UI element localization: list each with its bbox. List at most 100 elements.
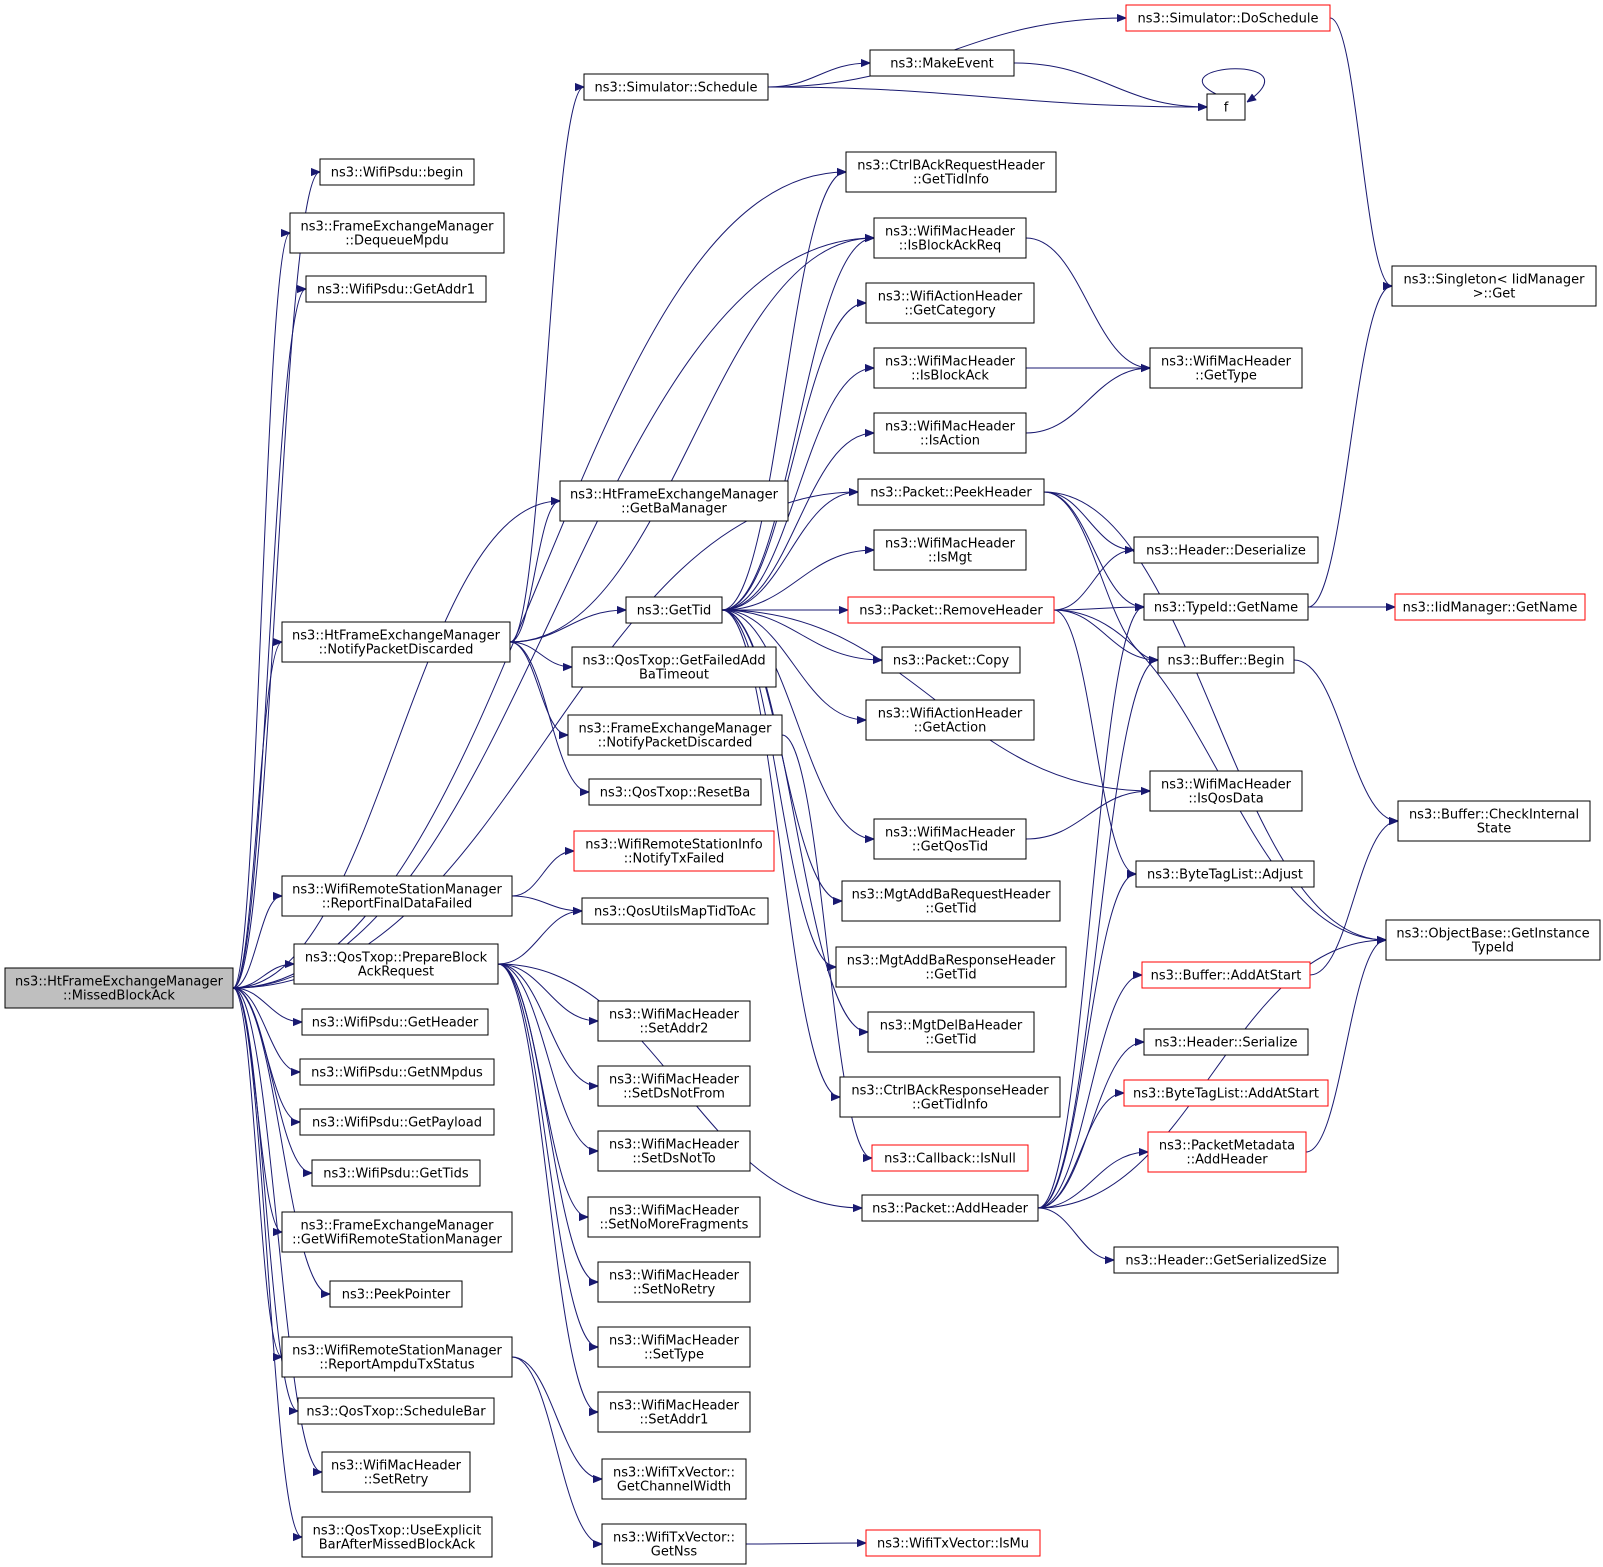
node-wmh-set-no-more-fragments[interactable]: ns3::WifiMacHeader::SetNoMoreFragments <box>587 1196 761 1238</box>
node-mgt-addba-req-get-tid[interactable]: ns3::MgtAddBaRequestHeader::GetTid <box>841 880 1061 922</box>
node-psdu-get-header[interactable]: ns3::WifiPsdu::GetHeader <box>301 1008 489 1036</box>
node-wrsm-report-final-data-failed[interactable]: ns3::WifiRemoteStationManager::ReportFin… <box>281 875 513 917</box>
call-edge-get-tid-to-wmh-is-action <box>721 433 874 611</box>
node-txv-get-nss[interactable]: ns3::WifiTxVector::GetNss <box>601 1523 747 1565</box>
node-psdu-begin[interactable]: ns3::WifiPsdu::begin <box>319 158 475 186</box>
node-htfem-get-ba-manager[interactable]: ns3::HtFrameExchangeManager::GetBaManage… <box>559 480 789 522</box>
node-txv-is-mu[interactable]: ns3::WifiTxVector::IsMu <box>865 1529 1041 1557</box>
node-box <box>625 596 723 624</box>
node-header-serialize[interactable]: ns3::Header::Serialize <box>1143 1028 1309 1056</box>
node-psdu-get-nmpdus[interactable]: ns3::WifiPsdu::GetNMpdus <box>299 1058 495 1086</box>
node-psdu-get-tids[interactable]: ns3::WifiPsdu::GetTids <box>311 1159 481 1187</box>
node-wmh-set-ds-not-from[interactable]: ns3::WifiMacHeader::SetDsNotFrom <box>597 1065 751 1107</box>
call-edge-pkt-remove-header-to-header-deserialize <box>1053 550 1134 611</box>
node-txv-get-channel-width[interactable]: ns3::WifiTxVector::GetChannelWidth <box>601 1458 747 1500</box>
node-label-line: ::SetAddr1 <box>640 1413 709 1428</box>
call-edge-get-tid-to-wah-get-action <box>721 609 866 720</box>
node-fem-dequeue-mpdu[interactable]: ns3::FrameExchangeManager::DequeueMpdu <box>289 212 505 254</box>
node-ctrl-ba-resp-get-tid-info[interactable]: ns3::CtrlBAckResponseHeader::GetTidInfo <box>839 1076 1061 1118</box>
node-pkt-copy[interactable]: ns3::Packet::Copy <box>881 646 1021 674</box>
node-wmh-is-block-ack[interactable]: ns3::WifiMacHeader::IsBlockAck <box>873 347 1027 389</box>
node-box <box>871 1144 1029 1172</box>
node-wrsm-report-ampdu-tx-status[interactable]: ns3::WifiRemoteStationManager::ReportAmp… <box>281 1336 513 1378</box>
node-fem-notify-pkt-discarded[interactable]: ns3::FrameExchangeManager::NotifyPacketD… <box>567 714 783 756</box>
node-label-line: ::GetTid <box>925 1033 976 1048</box>
node-callback-is-null[interactable]: ns3::Callback::IsNull <box>871 1144 1029 1172</box>
node-label-line: ns3::Header::Serialize <box>1154 1036 1297 1051</box>
node-label-line: ::IsQosData <box>1188 792 1263 807</box>
node-wmh-set-retry[interactable]: ns3::WifiMacHeader::SetRetry <box>321 1451 471 1493</box>
node-wmh-set-addr2[interactable]: ns3::WifiMacHeader::SetAddr2 <box>597 1000 751 1042</box>
node-wmh-is-qos-data[interactable]: ns3::WifiMacHeader::IsQosData <box>1149 770 1303 812</box>
node-wmh-is-block-ack-req[interactable]: ns3::WifiMacHeader::IsBlockAckReq <box>873 217 1027 259</box>
node-header-deserialize[interactable]: ns3::Header::Deserialize <box>1133 536 1319 564</box>
node-qos-reset-ba[interactable]: ns3::QosTxop::ResetBa <box>588 778 762 806</box>
node-wmh-set-no-retry[interactable]: ns3::WifiMacHeader::SetNoRetry <box>597 1261 751 1303</box>
node-make-event[interactable]: ns3::MakeEvent <box>869 49 1015 77</box>
node-box <box>845 151 1057 193</box>
node-peek-pointer[interactable]: ns3::PeekPointer <box>329 1280 463 1308</box>
node-wah-get-category[interactable]: ns3::WifiActionHeader::GetCategory <box>865 282 1035 324</box>
call-edge-get-tid-to-wmh-get-qos-tid <box>721 609 874 839</box>
node-label-line: >::Get <box>1473 287 1516 302</box>
node-typeid-get-name[interactable]: ns3::TypeId::GetName <box>1143 593 1309 621</box>
node-label-line: ns3::HtFrameExchangeManager <box>15 975 224 990</box>
node-psdu-get-addr1[interactable]: ns3::WifiPsdu::GetAddr1 <box>305 275 487 303</box>
node-label-line: ns3::QosTxop::PrepareBlock <box>305 951 488 966</box>
node-label-line: ::GetCategory <box>904 304 996 319</box>
node-qos-utils-map-tid-to-ac[interactable]: ns3::QosUtilsMapTidToAc <box>581 897 769 925</box>
node-sim-do-schedule[interactable]: ns3::Simulator::DoSchedule <box>1125 4 1331 32</box>
node-label-line: ns3::Simulator::DoSchedule <box>1137 12 1318 27</box>
node-singleton-get[interactable]: ns3::Singleton< IidManager>::Get <box>1391 265 1597 307</box>
call-edge-buffer-begin-to-buffer-check-internal-state <box>1293 659 1398 821</box>
node-wah-get-action[interactable]: ns3::WifiActionHeader::GetAction <box>865 699 1035 741</box>
node-label-line: ns3::WifiPsdu::GetNMpdus <box>311 1066 483 1081</box>
node-wmh-set-type[interactable]: ns3::WifiMacHeader::SetType <box>597 1326 751 1368</box>
node-wmh-is-action[interactable]: ns3::WifiMacHeader::IsAction <box>873 412 1027 454</box>
node-psdu-get-payload[interactable]: ns3::WifiPsdu::GetPayload <box>299 1108 495 1136</box>
node-get-tid[interactable]: ns3::GetTid <box>625 596 723 624</box>
node-pkt-peek-header[interactable]: ns3::Packet::PeekHeader <box>857 478 1045 506</box>
node-box <box>587 1196 761 1238</box>
function-nodes: ns3::HtFrameExchangeManager::MissedBlock… <box>4 4 1601 1565</box>
node-wmh-set-addr1[interactable]: ns3::WifiMacHeader::SetAddr1 <box>597 1391 751 1433</box>
node-missed-block-ack[interactable]: ns3::HtFrameExchangeManager::MissedBlock… <box>4 967 234 1009</box>
node-label-line: ns3::WifiMacHeader <box>609 1008 740 1023</box>
node-sim-schedule[interactable]: ns3::Simulator::Schedule <box>583 73 769 101</box>
node-qos-schedule-bar[interactable]: ns3::QosTxop::ScheduleBar <box>297 1397 495 1425</box>
node-wmh-is-mgt[interactable]: ns3::WifiMacHeader::IsMgt <box>873 529 1027 571</box>
node-pkt-metadata-add-header[interactable]: ns3::PacketMetadata::AddHeader <box>1147 1131 1307 1173</box>
node-qos-use-explicit-bar[interactable]: ns3::QosTxop::UseExplicitBarAfterMissedB… <box>301 1516 493 1558</box>
node-box <box>865 282 1035 324</box>
node-label-line: ns3::WifiMacHeader <box>1161 778 1292 793</box>
node-buffer-begin[interactable]: ns3::Buffer::Begin <box>1157 646 1295 674</box>
node-bytetaglist-add-at-start[interactable]: ns3::ByteTagList::AddAtStart <box>1123 1079 1329 1107</box>
node-mgt-addba-resp-get-tid[interactable]: ns3::MgtAddBaResponseHeader::GetTid <box>835 946 1067 988</box>
node-f[interactable]: f <box>1206 93 1246 121</box>
node-mgt-delba-get-tid[interactable]: ns3::MgtDelBaHeader::GetTid <box>867 1011 1035 1053</box>
call-edge-pkt-add-header-to-typeid-get-name <box>1037 607 1145 1209</box>
node-buffer-add-at-start[interactable]: ns3::Buffer::AddAtStart <box>1141 961 1311 989</box>
node-pkt-add-header[interactable]: ns3::Packet::AddHeader <box>861 1194 1039 1222</box>
node-label-line: ::AddHeader <box>1186 1153 1268 1168</box>
node-bytetaglist-adjust[interactable]: ns3::ByteTagList::Adjust <box>1135 860 1315 888</box>
node-htfem-notify-pkt-discarded[interactable]: ns3::HtFrameExchangeManager::NotifyPacke… <box>281 621 511 663</box>
node-box <box>581 897 769 925</box>
node-pkt-remove-header[interactable]: ns3::Packet::RemoveHeader <box>847 596 1055 624</box>
call-edge-missed-block-ack-to-qos-use-explicit-bar <box>232 987 303 1537</box>
node-wmh-set-ds-not-to[interactable]: ns3::WifiMacHeader::SetDsNotTo <box>597 1130 751 1172</box>
node-header-get-serialized-size[interactable]: ns3::Header::GetSerializedSize <box>1113 1246 1339 1274</box>
node-fem-get-wrsm[interactable]: ns3::FrameExchangeManager::GetWifiRemote… <box>281 1211 513 1253</box>
call-edge-buffer-add-at-start-to-buffer-check-internal-state <box>1309 821 1398 976</box>
node-iid-get-name[interactable]: ns3::IidManager::GetName <box>1394 593 1586 621</box>
node-box <box>601 1458 747 1500</box>
node-wrsi-notify-tx-failed[interactable]: ns3::WifiRemoteStationInfo::NotifyTxFail… <box>573 830 775 872</box>
node-ctrl-bar-get-tid-info[interactable]: ns3::CtrlBAckRequestHeader::GetTidInfo <box>845 151 1057 193</box>
node-wmh-get-type[interactable]: ns3::WifiMacHeader::GetType <box>1149 347 1303 389</box>
node-label-line: ::GetTidInfo <box>913 173 989 188</box>
node-wmh-get-qos-tid[interactable]: ns3::WifiMacHeader::GetQosTid <box>873 818 1027 860</box>
